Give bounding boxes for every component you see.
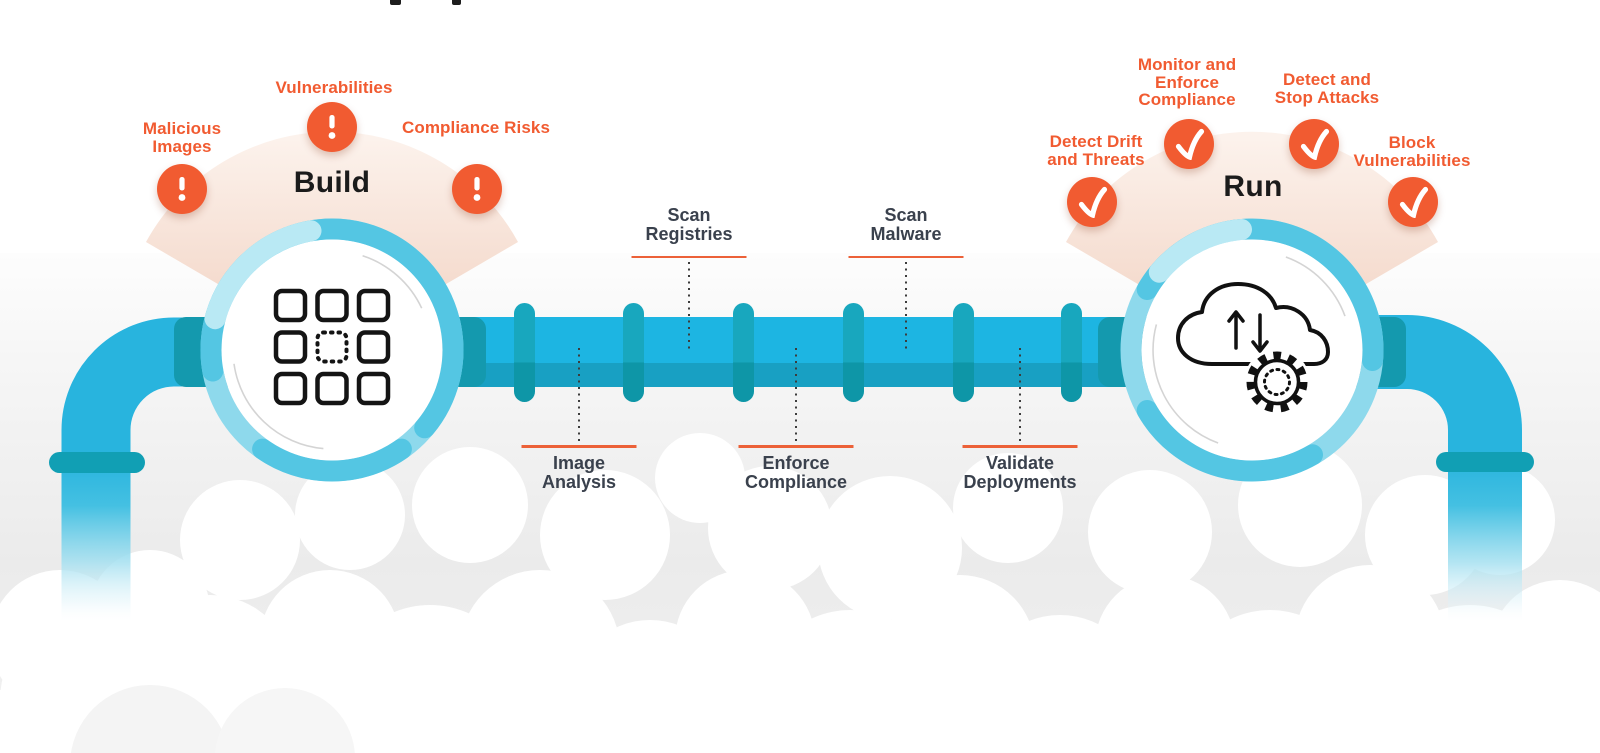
pipe-joint: [842, 303, 864, 402]
step-leader-line: [578, 348, 580, 443]
build-title: Build: [293, 166, 371, 199]
pipe-joint: [1060, 303, 1082, 402]
check-icon: [1067, 177, 1117, 227]
risk-label-malicious-images: Malicious Images: [142, 119, 222, 156]
step-label-scan-malware: Scan Malware: [870, 205, 942, 244]
check-icon: [1289, 119, 1339, 169]
up-down-arrows-icon: [1227, 310, 1269, 353]
step-rule: [962, 445, 1078, 448]
gear-icon: [1244, 349, 1310, 415]
run-protection-fan: [1066, 131, 1438, 294]
pipe-joint: [622, 303, 644, 402]
cropped-title-fragment: [390, 0, 401, 5]
risk-label-compliance-risks: Compliance Risks: [401, 118, 551, 137]
step-label-scan-registries: Scan Registries: [645, 205, 733, 244]
check-icon: [1388, 177, 1438, 227]
step-label-validate-deployments: Validate Deployments: [963, 453, 1077, 492]
step-rule: [738, 445, 854, 448]
run-title: Run: [1223, 170, 1283, 203]
step-rule: [848, 255, 964, 258]
protection-label-detect-drift: Detect Drift and Threats: [1047, 132, 1145, 169]
left-pipe-collar: [49, 452, 145, 473]
left-pipe-elbow: [61, 317, 208, 620]
container-registry-icon: [273, 288, 391, 406]
build-risk-fan: [146, 131, 518, 294]
right-pipe-collar: [1436, 452, 1534, 472]
step-rule: [631, 255, 747, 258]
protection-label-monitor-compliance: Monitor and Enforce Compliance: [1137, 55, 1237, 109]
cropped-title-fragment: [452, 0, 461, 5]
step-leader-line: [795, 348, 797, 443]
pipe-joint: [952, 303, 974, 402]
cloud-deploy-icon: [1176, 282, 1330, 415]
check-icon: [1164, 119, 1214, 169]
right-pipe-elbow: [1368, 315, 1522, 620]
step-label-enforce-compliance: Enforce Compliance: [744, 453, 848, 492]
protection-label-block-vulnerabilities: Block Vulnerabilities: [1353, 133, 1471, 170]
exclamation-icon: [307, 102, 357, 152]
protection-label-detect-stop-attacks: Detect and Stop Attacks: [1274, 70, 1380, 107]
exclamation-icon: [157, 164, 207, 214]
pipe-joint: [732, 303, 754, 402]
step-rule: [521, 445, 637, 448]
clouds: [0, 433, 1600, 753]
risk-label-vulnerabilities: Vulnerabilities: [275, 78, 393, 97]
build-circle: [200, 218, 464, 482]
step-leader-line: [905, 262, 907, 352]
pipe-joint: [513, 303, 535, 402]
run-circle: [1120, 218, 1384, 482]
step-leader-line: [1019, 348, 1021, 443]
step-leader-line: [688, 262, 690, 352]
exclamation-icon: [452, 164, 502, 214]
step-label-image-analysis: Image Analysis: [541, 453, 617, 492]
